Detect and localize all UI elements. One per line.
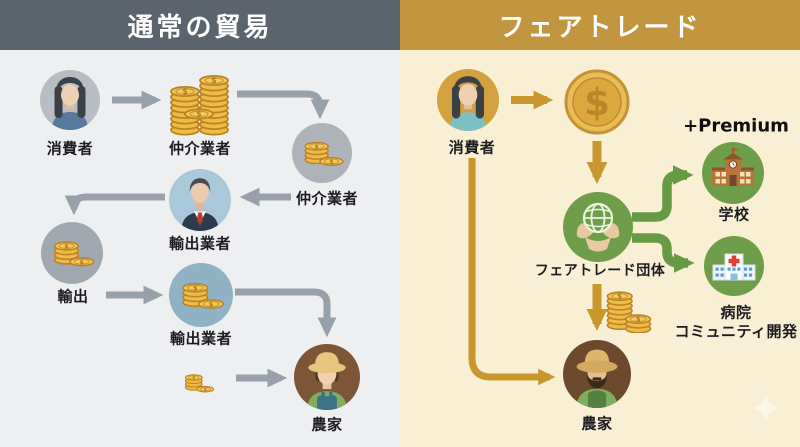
right-consumer-node (437, 69, 499, 131)
left-exporter2-label: 輸出業者 (169, 329, 233, 348)
dollar-coin-icon: $ (564, 69, 630, 135)
dollar-symbol: $ (584, 81, 610, 124)
coins-in-circle-icon (304, 141, 344, 167)
coins-in-circle-icon (182, 283, 225, 310)
left-broker1-label: 仲介業者 (168, 139, 232, 158)
left-exporter1-label: 輸出業者 (168, 234, 232, 253)
left-export-label: 輸出 (57, 287, 89, 306)
woman-avatar-icon (52, 77, 88, 130)
panel-fair-trade: フェアトレード $ (400, 0, 800, 447)
left-exporter2-node (169, 263, 233, 327)
left-broker2-label: 仲介業者 (295, 189, 359, 208)
small-coin-stack-icon (184, 374, 215, 394)
left-consumer-label: 消費者 (46, 139, 94, 158)
right-farmer-label: 農家 (581, 414, 613, 433)
right-hospital-label: 病院 (720, 303, 752, 322)
arrow-broker1-to-broker2 (237, 90, 330, 120)
left-broker2-node (292, 123, 352, 183)
right-hospital-node (704, 236, 764, 296)
arrow-org-to-school (632, 165, 694, 222)
right-consumer-label: 消費者 (448, 138, 496, 157)
premium-label: +Premium (683, 115, 789, 137)
left-exporter1-node (169, 169, 231, 231)
right-school-label: 学校 (718, 205, 750, 224)
woman-avatar-icon (449, 76, 487, 131)
coins-in-circle-icon (53, 241, 95, 267)
left-export-node (41, 222, 103, 284)
coin-stacks-icon (606, 291, 652, 333)
farmer-avatar-icon (576, 349, 618, 408)
farmer-avatar-icon (307, 352, 347, 410)
sparkle-icon (752, 394, 780, 422)
left-consumer-node (40, 70, 100, 130)
left-title: 通常の貿易 (127, 12, 273, 43)
panel-conventional-trade: 通常の貿易 (0, 0, 400, 447)
right-community-label: コミュニティ開発 (674, 322, 798, 341)
right-org-node (563, 192, 633, 262)
left-farmer-label: 農家 (311, 415, 343, 434)
hospital-building-icon (712, 253, 756, 281)
arrow-exporter2-to-farmer (235, 288, 337, 338)
left-header: 通常の貿易 (0, 0, 400, 50)
hands-holding-globe-icon (576, 202, 620, 252)
arrow-exporter1-to-export (64, 193, 165, 216)
coin-stack-icon (170, 75, 229, 136)
left-farmer-node (294, 344, 360, 410)
right-title: フェアトレード (498, 12, 702, 43)
school-building-icon (712, 148, 754, 186)
right-header: フェアトレード (400, 0, 800, 50)
right-org-label: フェアトレード団体 (534, 263, 666, 279)
right-farmer-node (563, 340, 631, 408)
right-school-node (702, 142, 764, 204)
businessman-avatar-icon (181, 178, 219, 231)
